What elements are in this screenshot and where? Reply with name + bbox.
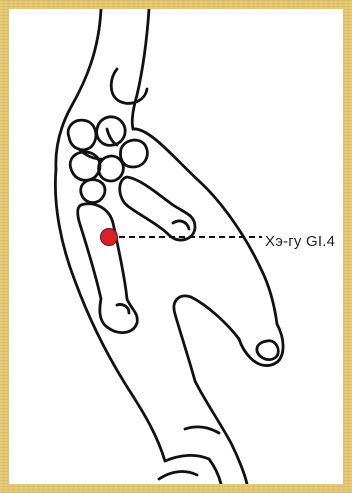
finger-crease-1 (165, 455, 209, 461)
finger-crease-2 (185, 427, 219, 433)
thumb-upper-outline (133, 129, 277, 324)
thumbnail (257, 341, 278, 360)
forearm-right-outline (132, 9, 149, 129)
thumb-metacarpal-head (173, 221, 189, 229)
carpal-bone-6 (81, 180, 105, 203)
hand-left-outline (55, 169, 165, 461)
acupoint-marker (101, 229, 118, 246)
carpal-bone-5 (99, 156, 124, 181)
finger-inner-outline-2 (159, 472, 197, 479)
illustration-panel: Хэ-гу GI.4 (9, 9, 343, 484)
finger-inner-outline (209, 459, 221, 484)
carpal-bone-7 (107, 129, 117, 145)
acupoint-label: Хэ-гу GI.4 (265, 233, 335, 250)
carpal-bone-4 (70, 152, 100, 180)
index-metacarpal-head (117, 304, 129, 313)
carpal-bone-3 (121, 140, 148, 167)
thumb-metacarpal (120, 177, 195, 240)
carpal-bone-1 (68, 120, 96, 150)
index-finger-outline (195, 381, 247, 484)
thumb-web-outline (174, 296, 239, 381)
